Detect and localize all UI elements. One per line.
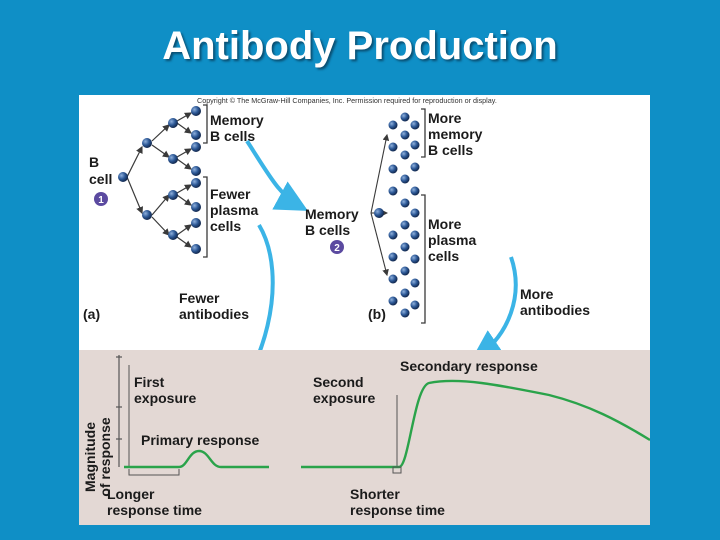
more-memory-label-3: B cells bbox=[428, 142, 473, 158]
fewer-antibodies-label-1: Fewer bbox=[179, 290, 220, 306]
memory-label-b-1: Memory bbox=[305, 206, 359, 222]
secondary-response-curve bbox=[301, 379, 650, 469]
y-axis-label-2: of response bbox=[97, 417, 113, 497]
panel-a-arrows bbox=[126, 112, 193, 248]
response-graph: Magnitude of response First exposure Pri… bbox=[79, 350, 650, 525]
copyright-text: Copyright © The McGraw-Hill Companies, I… bbox=[197, 96, 497, 105]
step-number-1: 1 bbox=[98, 195, 104, 206]
memory-label-a-2: B cells bbox=[210, 128, 255, 144]
figure-svg: Copyright © The McGraw-Hill Companies, I… bbox=[79, 96, 650, 525]
longer-label-1: Longer bbox=[107, 486, 155, 502]
first-exposure-label-1: First bbox=[134, 374, 165, 390]
step-badge-1 bbox=[94, 192, 108, 206]
panel-a-cells bbox=[118, 106, 201, 254]
more-plasma-label-3: cells bbox=[428, 248, 459, 264]
shorter-response-bracket bbox=[392, 466, 402, 474]
memory-bracket-b bbox=[421, 108, 426, 158]
cyan-arrow-secondary bbox=[470, 256, 518, 362]
fewer-plasma-label-1: Fewer bbox=[210, 186, 251, 202]
secondary-response-label: Secondary response bbox=[400, 358, 538, 374]
more-memory-label-1: More bbox=[428, 110, 462, 126]
b-cell-label-2: cell bbox=[89, 171, 112, 187]
cyan-arrow-memory-transfer bbox=[245, 139, 309, 211]
graph-background bbox=[79, 350, 650, 525]
plasma-bracket-a bbox=[203, 176, 208, 258]
fewer-plasma-label-2: plasma bbox=[210, 202, 258, 218]
more-antibodies-label-1: More bbox=[520, 286, 554, 302]
fewer-antibodies-label-2: antibodies bbox=[179, 306, 249, 322]
fewer-plasma-label-3: cells bbox=[210, 218, 241, 234]
more-plasma-label-2: plasma bbox=[428, 232, 476, 248]
second-exposure-label-1: Second bbox=[313, 374, 364, 390]
shorter-label-2: response time bbox=[350, 502, 445, 518]
panel-a: B cell 1 bbox=[83, 104, 264, 322]
longer-response-bracket bbox=[128, 469, 180, 476]
step-number-2: 2 bbox=[334, 243, 340, 254]
memory-label-b-2: B cells bbox=[305, 222, 350, 238]
panel-b-label: (b) bbox=[368, 306, 386, 322]
panel-a-label: (a) bbox=[83, 306, 100, 322]
first-exposure-label-2: exposure bbox=[134, 390, 196, 406]
more-antibodies-label-2: antibodies bbox=[520, 302, 590, 318]
primary-response-label: Primary response bbox=[141, 432, 259, 448]
primary-response-curve bbox=[124, 449, 269, 469]
memory-label-a-1: Memory bbox=[210, 112, 264, 128]
plasma-bracket-b bbox=[421, 194, 426, 324]
more-memory-label-2: memory bbox=[428, 126, 483, 142]
shorter-label-1: Shorter bbox=[350, 486, 400, 502]
slide-title: Antibody Production bbox=[162, 24, 558, 68]
second-exposure-label-2: exposure bbox=[313, 390, 375, 406]
more-plasma-label-1: More bbox=[428, 216, 462, 232]
panel-b-arrows bbox=[370, 133, 390, 277]
panel-b-cells bbox=[374, 112, 420, 318]
panel-b: Memory B cells 2 bbox=[305, 108, 590, 324]
antibody-figure: Copyright © The McGraw-Hill Companies, I… bbox=[79, 95, 650, 525]
memory-bracket-a bbox=[203, 104, 208, 144]
b-cell-label-1: B bbox=[89, 154, 99, 170]
step-badge-2 bbox=[330, 240, 344, 254]
y-axis-label-1: Magnitude bbox=[82, 422, 98, 492]
longer-label-2: response time bbox=[107, 502, 202, 518]
